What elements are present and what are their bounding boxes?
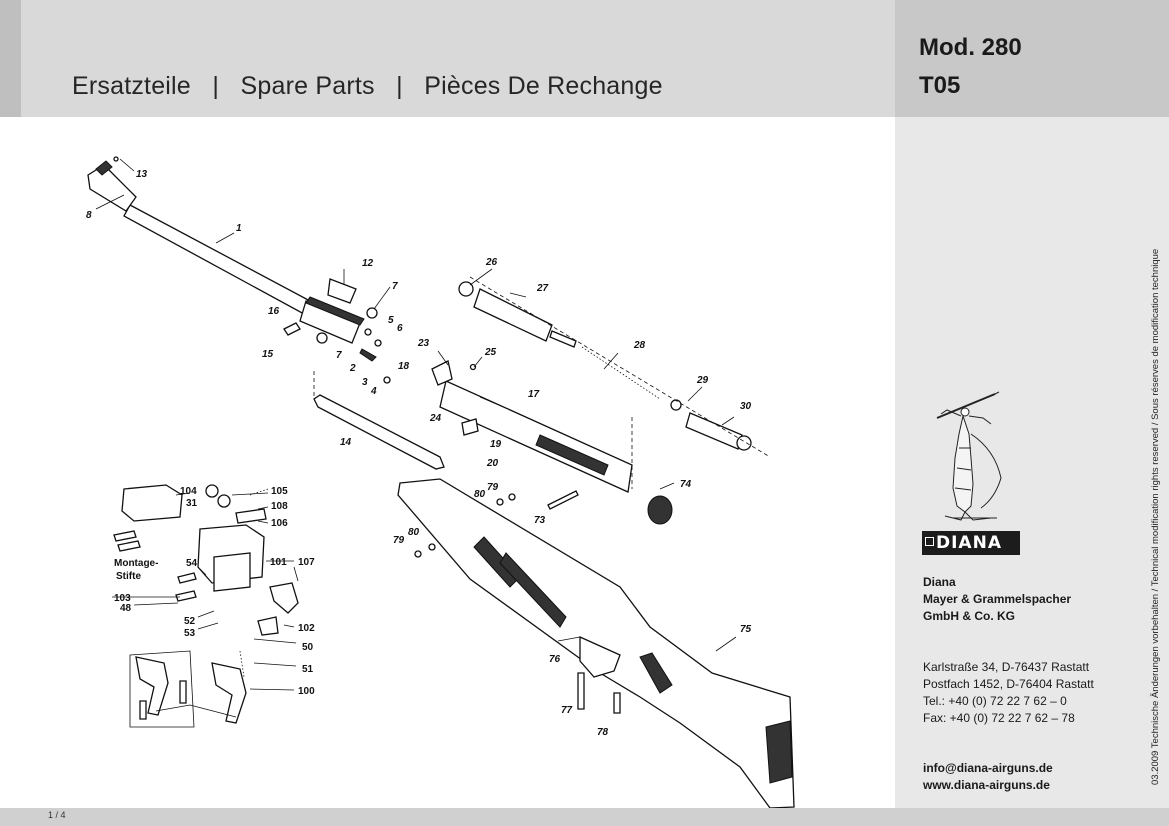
callout-18: 18 [398, 361, 410, 372]
callout-104: 104 [180, 486, 197, 497]
callout-6: 6 [397, 323, 403, 334]
callout-8: 8 [86, 210, 92, 221]
callout-102: 102 [298, 623, 315, 634]
leader-lines [95, 158, 737, 652]
callout-80a: 80 [474, 489, 486, 500]
callout-106: 106 [271, 518, 288, 529]
website-link[interactable]: www.diana-airguns.de [923, 778, 1050, 792]
piston-assembly-part [458, 281, 752, 451]
diana-figure-logo [936, 391, 1002, 521]
callout-7a: 7 [392, 281, 398, 292]
callout-12: 12 [362, 258, 374, 269]
cocking-lever-part [313, 394, 445, 470]
callout-76: 76 [549, 654, 561, 665]
page-header: Ersatzteile | Spare Parts | Pièces De Re… [0, 0, 895, 117]
callout-31: 31 [186, 498, 198, 509]
callout-4: 4 [370, 386, 377, 397]
page-title: Ersatzteile | Spare Parts | Pièces De Re… [72, 72, 663, 100]
callout-27: 27 [536, 283, 549, 294]
address-po-box: Postfach 1452, D-76404 Rastatt [923, 677, 1094, 691]
callout-23: 23 [417, 338, 430, 349]
callout-5: 5 [388, 315, 394, 326]
company-name: Diana [923, 575, 956, 589]
callout-78: 78 [597, 727, 609, 738]
callout-51: 51 [302, 664, 314, 675]
modification-rights-note: 03.2009 Technische Änderungen vorbehalte… [1150, 248, 1161, 785]
callout-50: 50 [302, 642, 314, 653]
callout-54: 54 [186, 558, 198, 569]
callout-80b: 80 [408, 527, 420, 538]
page-number: 1 / 4 [48, 810, 66, 820]
trigger-inset [112, 484, 299, 728]
callout-20: 20 [486, 458, 499, 469]
company-full-name-1: Mayer & Grammelspacher [923, 592, 1072, 606]
callout-29: 29 [696, 375, 709, 386]
callout-48: 48 [120, 603, 132, 614]
diana-logo: DIANA [922, 531, 1020, 555]
callout-75: 75 [740, 624, 752, 635]
callout-30: 30 [740, 401, 752, 412]
callout-103: 103 [114, 593, 131, 604]
model-number: Mod. 280 [919, 34, 1022, 61]
callout-16: 16 [268, 306, 280, 317]
callout-15: 15 [262, 349, 274, 360]
header-accent-bar [0, 0, 21, 117]
callout-14: 14 [340, 437, 352, 448]
callout-3: 3 [362, 377, 368, 388]
callout-25: 25 [484, 347, 497, 358]
phone-number: Tel.: +40 (0) 72 22 7 62 – 0 [923, 694, 1067, 708]
callout-77: 77 [561, 705, 573, 716]
callout-108: 108 [271, 501, 288, 512]
callout-19: 19 [490, 439, 502, 450]
callout-105: 105 [271, 486, 288, 497]
end-cap-part [647, 495, 673, 525]
callout-2: 2 [349, 363, 356, 374]
callout-17: 17 [528, 389, 540, 400]
exploded-parts-diagram: 13 8 1 12 7 16 5 6 15 7 2 3 4 23 18 25 1… [86, 156, 795, 808]
company-full-name-2: GmbH & Co. KG [923, 609, 1015, 623]
callout-79a: 79 [487, 482, 499, 493]
callout-28: 28 [633, 340, 646, 351]
callout-74: 74 [680, 479, 692, 490]
callout-7b: 7 [336, 350, 342, 361]
callout-107: 107 [298, 557, 315, 568]
callout-53: 53 [184, 628, 196, 639]
barrel-part [87, 156, 313, 315]
callout-26: 26 [485, 257, 498, 268]
montage-label-1: Montage- [114, 558, 158, 569]
callout-100: 100 [298, 686, 315, 697]
trigger-guard-part [414, 490, 621, 714]
callout-13: 13 [136, 169, 148, 180]
info-sidebar: Mod. 280 T05 [895, 0, 1169, 808]
montage-label-2: Stifte [116, 571, 141, 582]
callout-1: 1 [236, 223, 242, 234]
model-code: T05 [919, 72, 961, 99]
callout-52: 52 [184, 616, 196, 627]
address-street: Karlstraße 34, D-76437 Rastatt [923, 660, 1090, 674]
callout-24: 24 [429, 413, 442, 424]
callout-101: 101 [270, 557, 287, 568]
fax-number: Fax: +40 (0) 72 22 7 62 – 78 [923, 711, 1075, 725]
logo-text: DIANA [936, 533, 1002, 553]
logo-mark-icon [925, 537, 934, 546]
model-box: Mod. 280 T05 [895, 0, 1169, 117]
compression-tube-part [431, 360, 633, 493]
breech-block-part [283, 278, 391, 384]
page-footer [0, 808, 1169, 826]
callout-73: 73 [534, 515, 546, 526]
callout-79b: 79 [393, 535, 405, 546]
email-link[interactable]: info@diana-airguns.de [923, 761, 1053, 775]
